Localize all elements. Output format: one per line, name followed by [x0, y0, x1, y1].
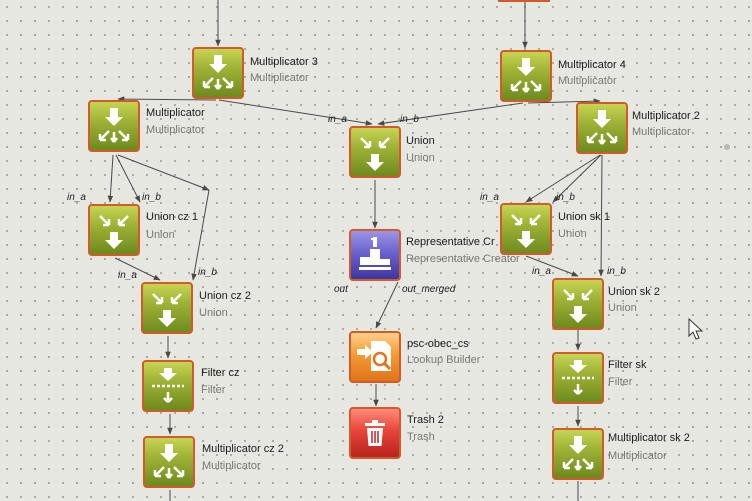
- port-label-out: out: [334, 284, 348, 295]
- node-label-union-cz-1: Union cz 1: [146, 211, 198, 223]
- trash-icon: [365, 420, 385, 446]
- node-multiplicator-2[interactable]: [576, 102, 628, 154]
- node-label-union: Union: [406, 135, 435, 147]
- merge-arrows-icon: [152, 293, 182, 327]
- edge-m4-union: [377, 102, 524, 126]
- merge-arrows-icon: [99, 215, 129, 249]
- node-union-sk-1[interactable]: [500, 203, 552, 255]
- split-arrows-icon: [586, 110, 618, 145]
- node-type-union-sk-2: Union: [608, 302, 637, 314]
- node-type-multiplicator: Multiplicator: [146, 124, 205, 136]
- node-union[interactable]: [349, 126, 401, 178]
- node-type-multiplicator-cz-2: Multiplicator: [202, 460, 261, 472]
- port-label-in-a: in_a: [480, 192, 499, 203]
- edge-unioncz1-unioncz2: [114, 257, 161, 281]
- node-type-multiplicator-2: Multiplicator: [632, 126, 691, 138]
- port-label-in-b: in_b: [198, 267, 217, 278]
- edge-unionsk1-unionsk2: [525, 255, 579, 277]
- node-type-union-cz-2: Union: [199, 307, 228, 319]
- merge-arrows-icon: [360, 137, 390, 171]
- edge-m3-multiplicator: [117, 96, 217, 102]
- node-type-multiplicator-4: Multiplicator: [558, 75, 617, 87]
- split-arrows-icon: [153, 444, 185, 479]
- edge-m-unioncz2-b-route: [191, 189, 210, 281]
- merge-arrows-icon: [511, 214, 541, 248]
- split-arrows-icon: [562, 436, 594, 471]
- node-label-union-sk-2: Union sk 2: [608, 286, 660, 298]
- node-multiplicator[interactable]: [88, 100, 140, 152]
- node-label-filter-cz: Filter cz: [201, 367, 240, 379]
- node-union-cz-1[interactable]: [88, 204, 140, 256]
- edge-representative-lookup: [375, 281, 399, 329]
- node-type-union-sk-1: Union: [558, 228, 587, 240]
- port-label-in-a: in_a: [328, 114, 347, 125]
- node-type-lookup-builder: Lookup Builder: [407, 354, 481, 366]
- port-label-in-a: in_a: [532, 266, 551, 277]
- node-label-multiplicator-2: Multiplicator 2: [632, 110, 700, 122]
- edge-m-unioncz1-b: [115, 154, 141, 203]
- split-arrows-icon: [202, 55, 234, 90]
- edge-m2-unionsk2-b: [598, 154, 604, 277]
- node-label-union-cz-2: Union cz 2: [199, 290, 251, 302]
- node-label-filter-sk: Filter sk: [608, 359, 647, 371]
- node-type-union: Union: [406, 152, 435, 164]
- node-label-multiplicator-cz-2: Multiplicator cz 2: [202, 443, 284, 455]
- node-representative-creator[interactable]: [349, 229, 401, 281]
- mouse-cursor-icon: [688, 318, 704, 340]
- merge-arrows-icon: [563, 289, 593, 323]
- node-type-representative-creator: Representative Creator: [406, 253, 520, 265]
- edge-m3-union: [218, 99, 373, 126]
- node-label-multiplicator: Multiplicator: [146, 107, 205, 119]
- lookup-icon: [357, 341, 392, 371]
- node-trash-2[interactable]: [349, 407, 401, 459]
- node-filter-cz[interactable]: [142, 360, 194, 412]
- node-label-multiplicator-3: Multiplicator 3: [250, 56, 318, 68]
- split-arrows-icon: [510, 58, 542, 93]
- node-multiplicator-sk-2[interactable]: [552, 428, 604, 480]
- edge-m-unioncz2-b: [117, 154, 210, 191]
- node-multiplicator-cz-2[interactable]: [143, 436, 195, 488]
- port-label-in-b: in_b: [400, 114, 419, 125]
- edge-m2-unionsk1-b: [552, 154, 602, 203]
- node-label-multiplicator-sk-2: Multiplicator sk 2: [608, 432, 690, 444]
- node-label-lookup-builder: psc-obec_cs: [407, 338, 469, 350]
- node-multiplicator-4[interactable]: [500, 50, 552, 102]
- podium-icon: [359, 237, 391, 270]
- node-type-multiplicator-sk-2: Multiplicator: [608, 450, 667, 462]
- node-lookup-builder[interactable]: [349, 331, 401, 383]
- node-type-multiplicator-3: Multiplicator: [250, 72, 309, 84]
- port-label-in-a: in_a: [67, 192, 86, 203]
- edge-m-unioncz1-a: [107, 154, 114, 203]
- node-multiplicator-3[interactable]: [192, 47, 244, 99]
- node-label-trash-2: Trash 2: [407, 414, 444, 426]
- port-label-in-b: in_b: [556, 192, 575, 203]
- node-filter-sk[interactable]: [552, 352, 604, 404]
- node-label-union-sk-1: Union sk 1: [558, 211, 610, 223]
- canvas-marker-dot: [724, 144, 730, 150]
- split-arrows-icon: [98, 108, 130, 143]
- port-label-in-b: in_b: [142, 192, 161, 203]
- upstream-node-stub-right: [498, 0, 550, 2]
- node-type-filter-sk: Filter: [608, 376, 633, 388]
- edge-m2-unionsk1-a: [525, 154, 601, 203]
- port-label-in-a: in_a: [118, 270, 137, 281]
- edge-m4-multiplicator2: [527, 98, 601, 104]
- filter-icon: [562, 360, 594, 395]
- node-type-union-cz-1: Union: [146, 229, 175, 241]
- node-label-representative-creator: Representative Cr: [406, 236, 495, 248]
- node-union-cz-2[interactable]: [141, 282, 193, 334]
- node-label-multiplicator-4: Multiplicator 4: [558, 59, 626, 71]
- node-type-filter-cz: Filter: [201, 384, 226, 396]
- port-label-out-merged: out_merged: [402, 284, 456, 295]
- port-label-in-b: in_b: [607, 266, 626, 277]
- node-type-trash-2: Trash: [407, 431, 435, 443]
- node-union-sk-2[interactable]: [552, 278, 604, 330]
- filter-icon: [152, 368, 184, 403]
